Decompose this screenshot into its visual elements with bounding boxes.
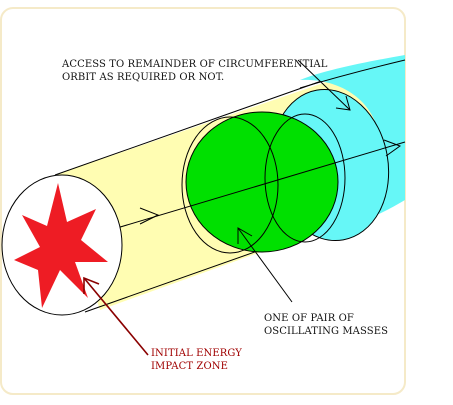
oscillating-mass-ring-right (264, 113, 346, 243)
mass-arrowhead (237, 227, 253, 244)
cyan-top-edge (299, 59, 406, 89)
tube-top-edge (54, 77, 331, 176)
impact-arrowhead (83, 276, 100, 294)
mass-label-line1: ONE OF PAIR OF (264, 313, 354, 324)
access-label-line2: ORBIT AS REQUIRED OR NOT. (62, 72, 225, 83)
access-label: ACCESS TO REMAINDER OF CIRCUMFERENTIAL O… (62, 58, 327, 84)
impact-label-line1: INITIAL ENERGY (151, 348, 243, 359)
mass-label-line2: OSCILLATING MASSES (264, 326, 389, 337)
mass-arrow-line (237, 227, 293, 303)
impact-arrow-line (83, 277, 149, 356)
access-arrow-line (297, 59, 351, 111)
oscillating-mass-disc (185, 111, 339, 253)
oscillating-mass-label: ONE OF PAIR OF OSCILLATING MASSES (264, 312, 388, 338)
axis-arrowhead-1 (139, 207, 160, 225)
impact-label-line2: IMPACT ZONE (151, 361, 229, 372)
impact-zone-label: INITIAL ENERGY IMPACT ZONE (151, 347, 242, 373)
access-arrowhead (335, 95, 351, 111)
energy-star (14, 183, 108, 308)
axis-arrowhead-2 (383, 139, 402, 157)
oscillating-mass-ring-left (181, 116, 279, 254)
access-label-line1: ACCESS TO REMAINDER OF CIRCUMFERENTIAL (62, 59, 328, 70)
